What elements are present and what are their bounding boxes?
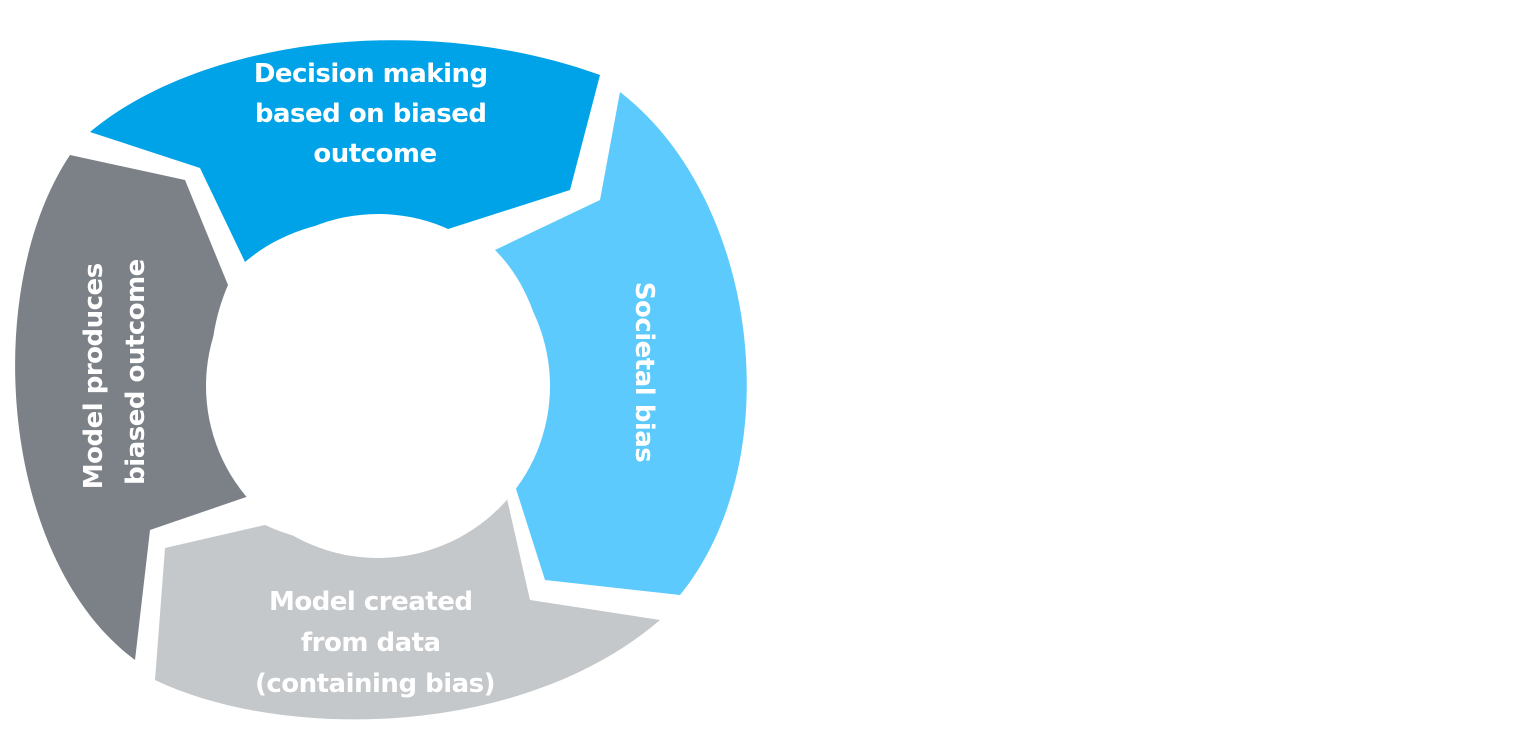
segment-societal-line-1: Societal bias [629, 282, 659, 463]
segment-decision-line-1: Decision making [254, 59, 488, 89]
segment-societal: Societal bias [495, 92, 747, 595]
segment-produces-shape [15, 155, 259, 660]
segment-created-line-1: Model created [269, 587, 473, 617]
segment-produces-line-2: biased outcome [121, 259, 151, 485]
segment-decision-shape [90, 40, 600, 262]
segment-created-shape [155, 490, 660, 720]
segment-decision-line-3: outcome [313, 139, 436, 169]
segment-created-line-2: from data [301, 628, 441, 658]
segment-produces: Model produces biased outcome [15, 155, 259, 660]
segment-societal-label: Societal bias [629, 282, 659, 463]
segment-created-line-3: (containing bias) [255, 669, 495, 699]
segment-decision-label: Decision making based on biased outcome [254, 59, 496, 169]
segment-decision: Decision making based on biased outcome [90, 40, 600, 262]
segment-created: Model created from data (containing bias… [155, 490, 660, 720]
segment-created-label: Model created from data (containing bias… [255, 587, 495, 699]
segment-produces-label: Model produces biased outcome [79, 255, 151, 489]
segment-societal-shape [495, 92, 747, 595]
segment-decision-line-2: based on biased [255, 99, 487, 129]
segment-produces-line-1: Model produces [79, 263, 109, 489]
center-hole [206, 214, 550, 558]
